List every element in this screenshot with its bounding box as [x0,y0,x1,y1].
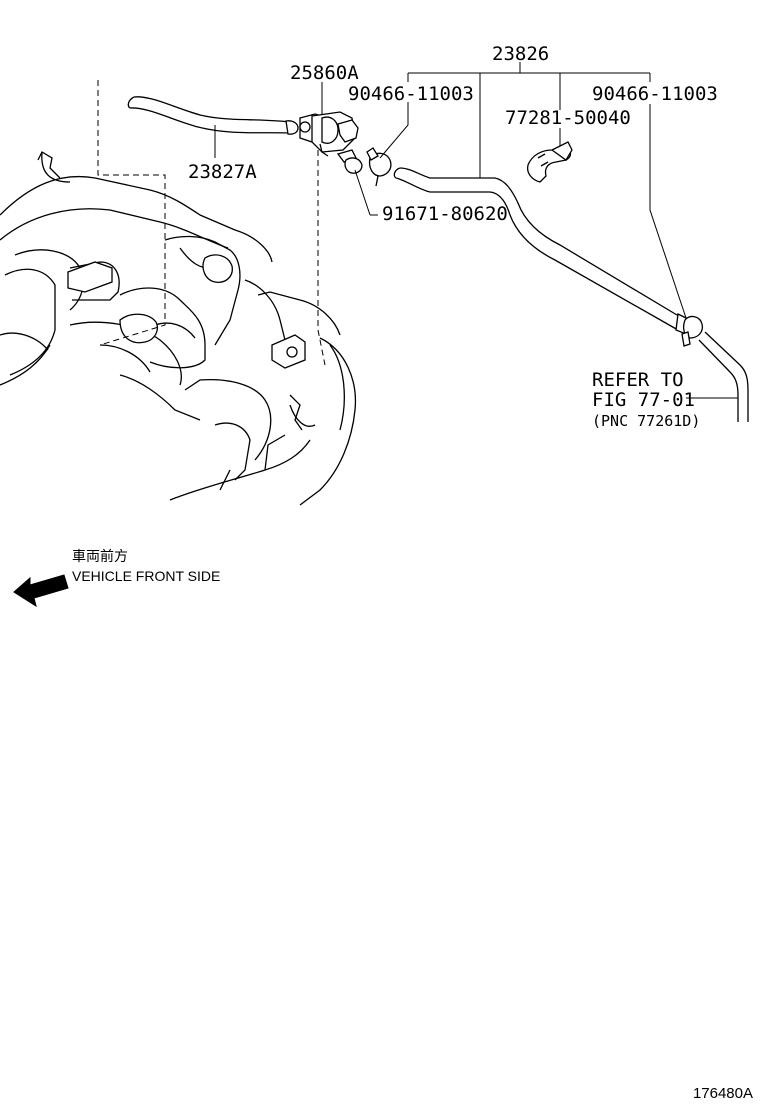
reference-line-3: (PNC 77261D) [592,412,700,430]
vsv-valve-25860a [299,82,359,157]
hose-continuation [686,331,749,422]
dashed-guide-valve [317,140,326,366]
engine-illustration [0,151,357,506]
clip-77281-50040 [526,128,573,183]
reference-line-2: FIG 77-01 [592,389,695,411]
bolt-91671-80620 [336,149,378,216]
clamp-right [681,315,704,347]
direction-japanese: 車両前方 [72,548,128,564]
clamp-left [366,102,409,187]
direction-english: VEHICLE FRONT SIDE [72,568,220,584]
label-clamp-left: 90466-11003 [348,83,474,105]
label-clip: 77281-50040 [505,107,631,129]
label-hose-left: 23827A [188,161,257,183]
vehicle-front-indicator: 車両前方 VEHICLE FRONT SIDE [13,548,220,608]
figure-id: 176480A [693,1085,753,1102]
dashed-guide-left [97,80,166,346]
label-clamp-right: 90466-11003 [592,83,718,105]
reference-line-1: REFER TO [592,369,684,391]
label-valve: 25860A [290,62,359,84]
label-bolt: 91671-80620 [382,203,508,225]
arrow-left-icon [13,574,69,608]
leader-lines [407,62,687,319]
hose-23827a [127,96,299,158]
hose-23826 [393,167,691,335]
label-assembly: 23826 [492,43,549,65]
